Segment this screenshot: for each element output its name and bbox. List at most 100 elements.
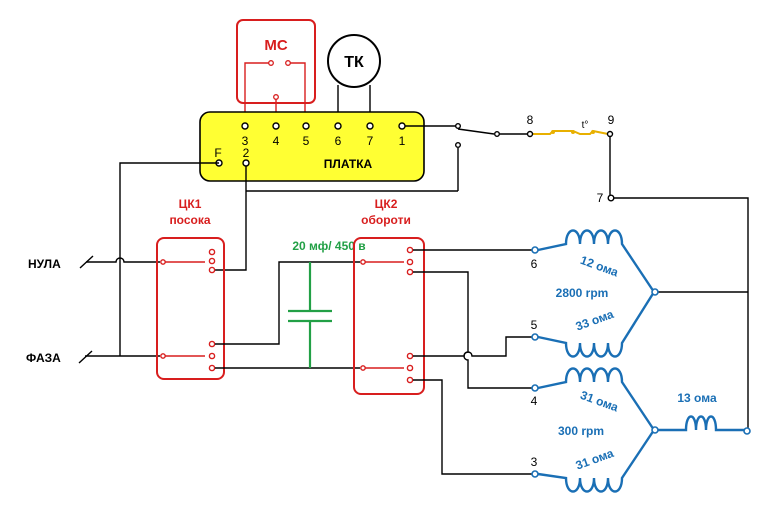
thermostat-pin-9-label: 9 bbox=[608, 113, 615, 127]
thermostat-symbol: t° bbox=[582, 120, 589, 131]
wire-to-terminal-4 bbox=[413, 271, 533, 389]
neutral-label: НУЛА bbox=[28, 257, 61, 271]
winding-31-ohm-top bbox=[537, 367, 655, 431]
ck2-contact-2a bbox=[406, 352, 414, 360]
board-pin-7 bbox=[366, 122, 374, 130]
motor-terminal-3 bbox=[531, 470, 539, 478]
ck1-title: ЦК1 bbox=[179, 197, 202, 211]
mc-wire-right bbox=[288, 62, 306, 124]
ck1-contact-1a bbox=[208, 248, 216, 256]
ck2-contact-2c bbox=[406, 376, 414, 384]
mc-contact-a bbox=[268, 60, 274, 66]
phase-plug-icon bbox=[78, 350, 93, 364]
motor-terminal-5-label: 5 bbox=[531, 318, 538, 332]
wire-neutral bbox=[86, 257, 160, 263]
board-pin-label-5: 5 bbox=[303, 134, 310, 148]
thermostat-dot-1 bbox=[551, 130, 555, 134]
motor-windings: 6 5 4 3 12 ома 33 ома 2800 rpm 31 ома 31… bbox=[531, 229, 751, 493]
board-pin-6 bbox=[334, 122, 342, 130]
terminal-7 bbox=[607, 194, 615, 202]
ck2-contact-2b bbox=[406, 364, 414, 372]
ck1-common-2 bbox=[160, 353, 166, 359]
ck1-common-1 bbox=[160, 259, 166, 265]
relay-common bbox=[494, 130, 501, 137]
wire-ck1-to-ck2 bbox=[215, 261, 360, 345]
ck2-output-wiring bbox=[413, 249, 533, 475]
mc-contact-c bbox=[273, 94, 279, 100]
ck2-contact-1c bbox=[406, 268, 414, 276]
terminal-7-label: 7 bbox=[597, 191, 604, 205]
phase-label: ФАЗА bbox=[26, 351, 61, 365]
motor-terminal-4-label: 4 bbox=[531, 394, 538, 408]
mc-contact-b bbox=[285, 60, 291, 66]
board-pin-label-3: 3 bbox=[242, 134, 249, 148]
wire-to-terminal-3 bbox=[413, 379, 533, 475]
series-coil-end-node bbox=[743, 427, 751, 435]
ck2-common-2 bbox=[360, 365, 366, 371]
board-body bbox=[199, 111, 425, 182]
board-pin-3 bbox=[241, 122, 249, 130]
ck1-contact-1c bbox=[208, 266, 216, 274]
low-speed-rpm-label: 300 rpm bbox=[558, 424, 604, 438]
winding-label-31-ohm-bottom: 31 ома bbox=[574, 446, 616, 473]
high-speed-common-node bbox=[651, 288, 659, 296]
relay-contact-bottom bbox=[455, 141, 462, 148]
ck2-title: ЦК2 bbox=[375, 197, 398, 211]
tk-circle bbox=[327, 34, 381, 88]
winding-33-ohm bbox=[537, 291, 656, 358]
capacitor-label: 20 мф/ 450 в bbox=[292, 239, 365, 253]
relay-contact-top bbox=[455, 122, 462, 129]
thermostat-circuit: 8 9 t° 7 bbox=[246, 113, 749, 429]
board-pin-label-4: 4 bbox=[273, 134, 280, 148]
low-speed-common-node bbox=[651, 426, 659, 434]
thermostat-pin-8-label: 8 bbox=[527, 113, 534, 127]
relay-blade bbox=[457, 128, 495, 135]
control-board: ПЛАТКА 3 4 5 6 7 1 F 2 bbox=[199, 111, 425, 182]
tk-device: ТК bbox=[327, 34, 381, 124]
thermostat-element bbox=[532, 129, 609, 135]
mains-wiring: НУЛА ФАЗА bbox=[26, 162, 247, 365]
ck2-subtitle: обороти bbox=[361, 213, 411, 227]
thermostat-pin-9 bbox=[606, 130, 614, 138]
mc-relay-box bbox=[236, 19, 316, 104]
mc-wire-left bbox=[244, 62, 271, 124]
ck2-switch: ЦК2 обороти bbox=[353, 197, 425, 395]
board-pin-2 bbox=[242, 159, 250, 167]
wire-f-to-phase bbox=[119, 162, 219, 356]
ck1-contact-1b bbox=[208, 257, 216, 265]
winding-label-12-ohm: 12 ома bbox=[579, 253, 621, 280]
ck1-switch: ЦК1 посока bbox=[156, 197, 225, 380]
ck2-box bbox=[353, 237, 425, 395]
motor-terminal-5 bbox=[531, 333, 539, 341]
board-pin-1 bbox=[398, 122, 406, 130]
thermostat-dot-2 bbox=[571, 130, 575, 134]
board-pin-5 bbox=[302, 122, 310, 130]
series-coil-label: 13 ома bbox=[677, 391, 717, 405]
high-speed-rpm-label: 2800 rpm bbox=[556, 286, 609, 300]
winding-12-ohm bbox=[537, 229, 655, 293]
wire-to-terminal-5 bbox=[413, 336, 533, 357]
ck1-contact-2c bbox=[208, 364, 216, 372]
winding-31-ohm-bottom bbox=[537, 429, 655, 493]
board-pin-label-6: 6 bbox=[335, 134, 342, 148]
board-pin-label-2: 2 bbox=[243, 146, 250, 160]
thermostat-pin-8 bbox=[526, 130, 534, 138]
motor-terminal-4 bbox=[531, 384, 539, 392]
mc-relay: МС bbox=[236, 19, 316, 124]
capacitor: 20 мф/ 450 в bbox=[288, 239, 366, 368]
board-pin-label-f: F bbox=[214, 146, 221, 160]
motor-terminal-6-label: 6 bbox=[531, 257, 538, 271]
tk-label: ТК bbox=[344, 54, 364, 71]
ck1-contact-2b bbox=[208, 352, 216, 360]
mc-label: МС bbox=[264, 37, 287, 54]
board-label: ПЛАТКА bbox=[324, 157, 373, 171]
ck2-common-1 bbox=[360, 259, 366, 265]
ck1-contact-2a bbox=[208, 340, 216, 348]
winding-label-31-ohm-top: 31 ома bbox=[579, 388, 621, 415]
motor-terminal-6 bbox=[531, 246, 539, 254]
winding-label-33-ohm: 33 ома bbox=[574, 307, 616, 334]
ck1-subtitle: посока bbox=[169, 213, 210, 227]
thermostat-dot-3 bbox=[591, 130, 595, 134]
ck2-contact-1b bbox=[406, 258, 414, 266]
